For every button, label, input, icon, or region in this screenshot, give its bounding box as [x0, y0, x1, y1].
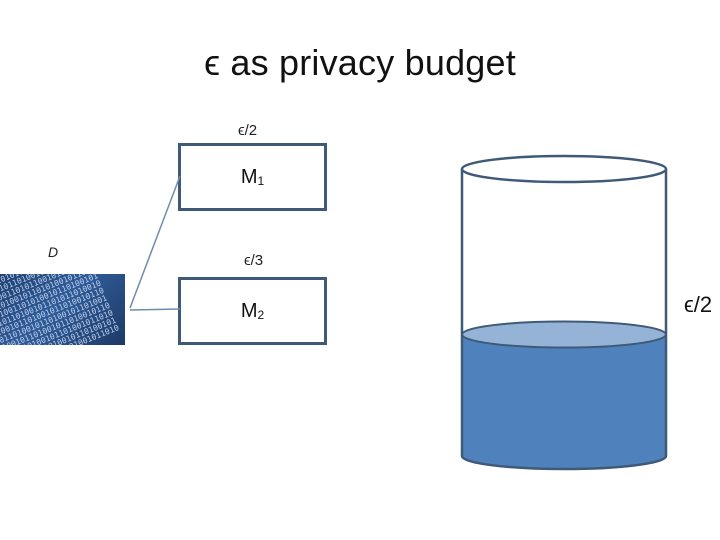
- mechanism-name-m2: M: [240, 299, 258, 322]
- mechanism-subscript-m1: 1: [257, 174, 265, 188]
- cylinder-rim: [460, 154, 668, 184]
- epsilon-label-m2: ϵ/3: [244, 252, 264, 269]
- cylinder-outline: [460, 169, 668, 471]
- budget-cylinder: [460, 154, 668, 471]
- arrow-to-m1: [129, 175, 181, 309]
- epsilon-label-m1: ϵ/2: [238, 122, 258, 139]
- slide-title: ϵ as privacy budget: [204, 42, 516, 83]
- cylinder-liquid-surface: [461, 320, 667, 349]
- cylinder-liquid-body: [462, 334, 666, 469]
- mechanism-name-m1: M: [240, 165, 258, 188]
- dataset-label: D: [48, 244, 59, 260]
- remaining-budget-label: ϵ/2: [684, 292, 713, 317]
- dataset-image: 0101100110101001011010011001 10100110101…: [0, 274, 125, 345]
- mechanism-subscript-m2: 2: [257, 308, 265, 322]
- arrow-to-m2: [129, 308, 181, 311]
